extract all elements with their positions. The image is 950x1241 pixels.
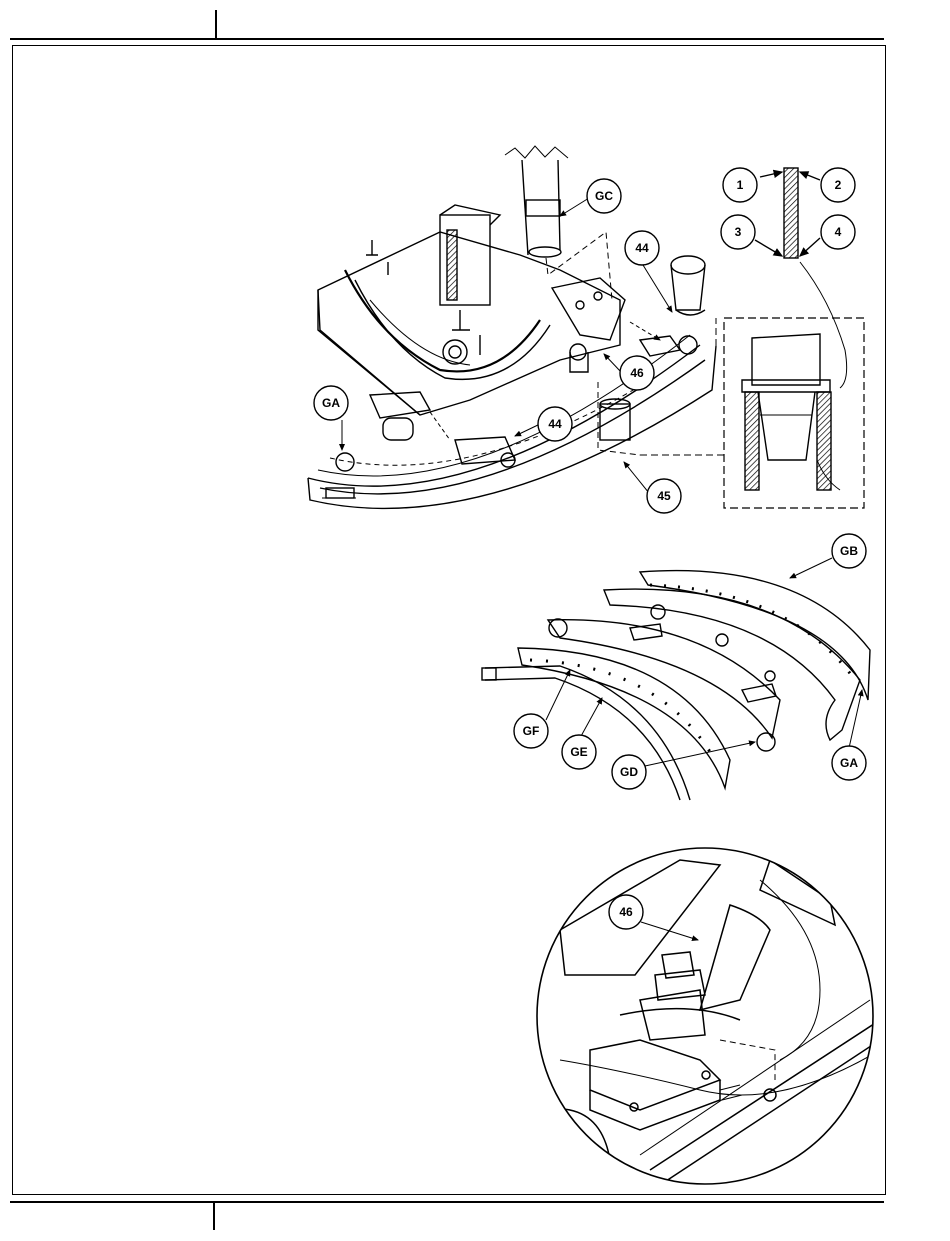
callout-46-detail-label: 46 [619, 905, 633, 919]
callout-ga-top: GA [314, 386, 348, 420]
callout-3-label: 3 [735, 225, 742, 239]
scrub-deck-assembly [308, 146, 716, 508]
callout-gd-label: GD [620, 765, 638, 779]
callout-44-top-label: 44 [635, 241, 649, 255]
callout-1: 1 [723, 168, 757, 202]
callout-2-label: 2 [835, 178, 842, 192]
callout-44-mid-label: 44 [548, 417, 562, 431]
callout-gd: GD [612, 755, 646, 789]
callout-ge-label: GE [570, 745, 587, 759]
callout-leaders [342, 198, 862, 940]
callout-gb-label: GB [840, 544, 858, 558]
callout-44-mid: 44 [538, 407, 572, 441]
callout-45: 45 [647, 479, 681, 513]
callout-gb: GB [832, 534, 866, 568]
callout-gf-label: GF [523, 724, 540, 738]
callout-4: 4 [821, 215, 855, 249]
callout-ga-top-label: GA [322, 396, 340, 410]
callout-ge: GE [562, 735, 596, 769]
callout-ga-bottom-label: GA [840, 756, 858, 770]
callout-3: 3 [721, 215, 755, 249]
callout-44-top: 44 [625, 231, 659, 265]
callout-45-label: 45 [657, 489, 671, 503]
callout-gc: GC [587, 179, 621, 213]
callout-gc-label: GC [595, 189, 613, 203]
callout-4-label: 4 [835, 225, 842, 239]
callout-46-top-label: 46 [630, 366, 644, 380]
callout-1-label: 1 [737, 178, 744, 192]
circular-detail-view [537, 848, 880, 1200]
exploded-skirt-strips [482, 571, 870, 800]
callout-46-top: 46 [620, 356, 654, 390]
callout-2: 2 [821, 168, 855, 202]
callout-46-detail: 46 [609, 895, 643, 929]
section-detail [724, 318, 864, 508]
callout-gf: GF [514, 714, 548, 748]
callout-ga-bottom: GA [832, 746, 866, 780]
